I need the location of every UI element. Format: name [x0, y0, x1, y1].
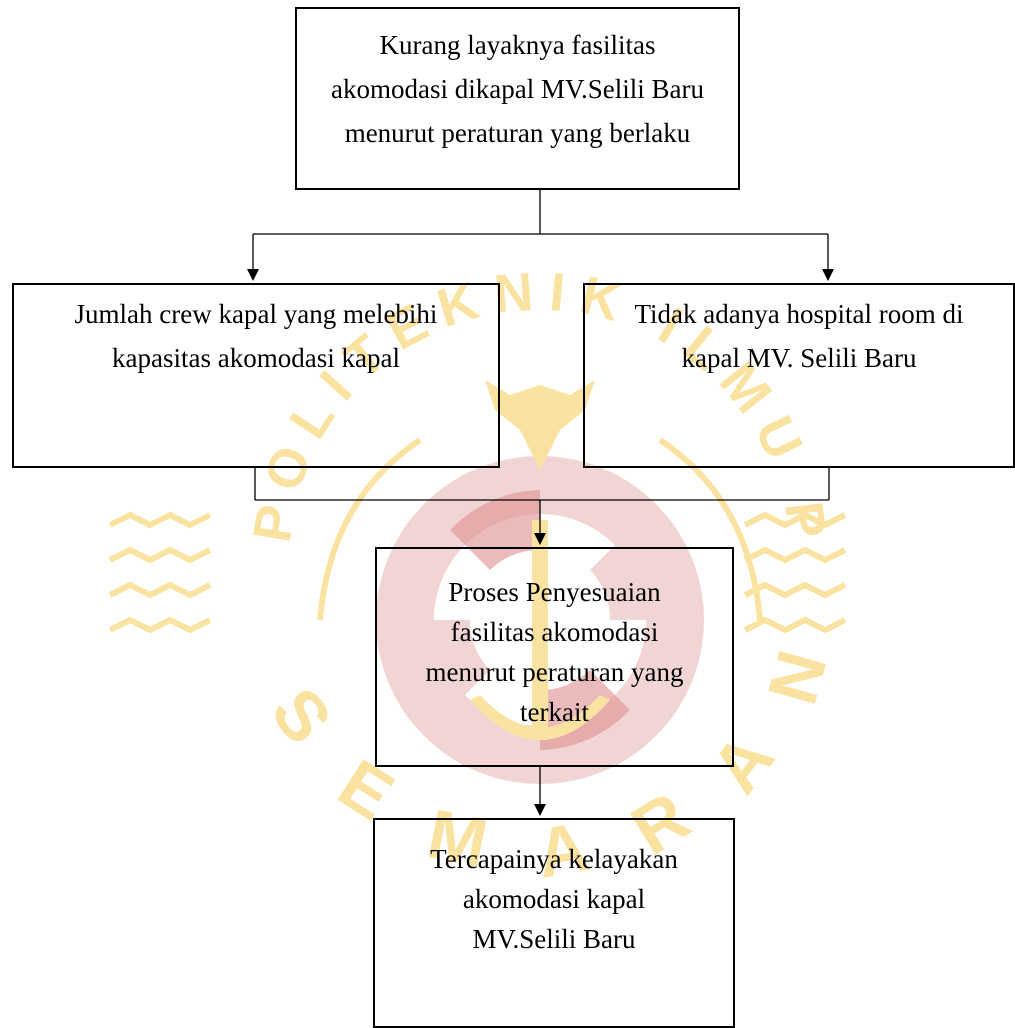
- cause-box-hospital: Tidak adanya hospital room di kapal MV. …: [583, 283, 1015, 468]
- wave-stripes-right: [743, 511, 847, 634]
- process-line-3: menurut peraturan yang: [425, 657, 684, 687]
- arrowhead-middle: [534, 533, 546, 545]
- process-line-4: terkait: [520, 697, 589, 727]
- process-line-2: fasilitas akomodasi: [450, 617, 659, 647]
- cause-box-crew: Jumlah crew kapal yang melebihi kapasita…: [12, 283, 500, 468]
- outcome-line-3: MV.Selili Baru: [472, 924, 636, 954]
- problem-box: Kurang layaknya fasilitas akomodasi dika…: [295, 7, 740, 190]
- outcome-line-1: Tercapainya kelayakan: [430, 844, 678, 874]
- garuda-icon: [485, 380, 595, 470]
- wheat-branch-icon: [317, 437, 763, 621]
- outcome-box: Tercapainya kelayakan akomodasi kapal MV…: [373, 818, 735, 1028]
- problem-line-3: menurut peraturan yang berlaku: [344, 118, 691, 148]
- arrowhead-left: [247, 269, 259, 281]
- cause-hospital-line-1: Tidak adanya hospital room di: [634, 299, 964, 329]
- arrowhead-right: [822, 269, 834, 281]
- process-box: Proses Penyesuaian fasilitas akomodasi m…: [375, 547, 734, 767]
- arrowhead-bottom: [534, 804, 546, 816]
- cause-crew-line-1: Jumlah crew kapal yang melebihi: [74, 299, 438, 329]
- process-line-1: Proses Penyesuaian: [448, 577, 661, 607]
- problem-line-2: akomodasi dikapal MV.Selili Baru: [331, 74, 704, 104]
- cause-hospital-line-2: kapal MV. Selili Baru: [681, 343, 917, 373]
- lifebuoy-icon: [376, 456, 704, 784]
- outcome-line-2: akomodasi kapal: [462, 884, 646, 914]
- problem-line-1: Kurang layaknya fasilitas: [379, 30, 656, 60]
- wave-stripes-left: [108, 511, 212, 634]
- cause-crew-line-2: kapasitas akomodasi kapal: [112, 343, 400, 373]
- anchor-icon: [470, 520, 610, 740]
